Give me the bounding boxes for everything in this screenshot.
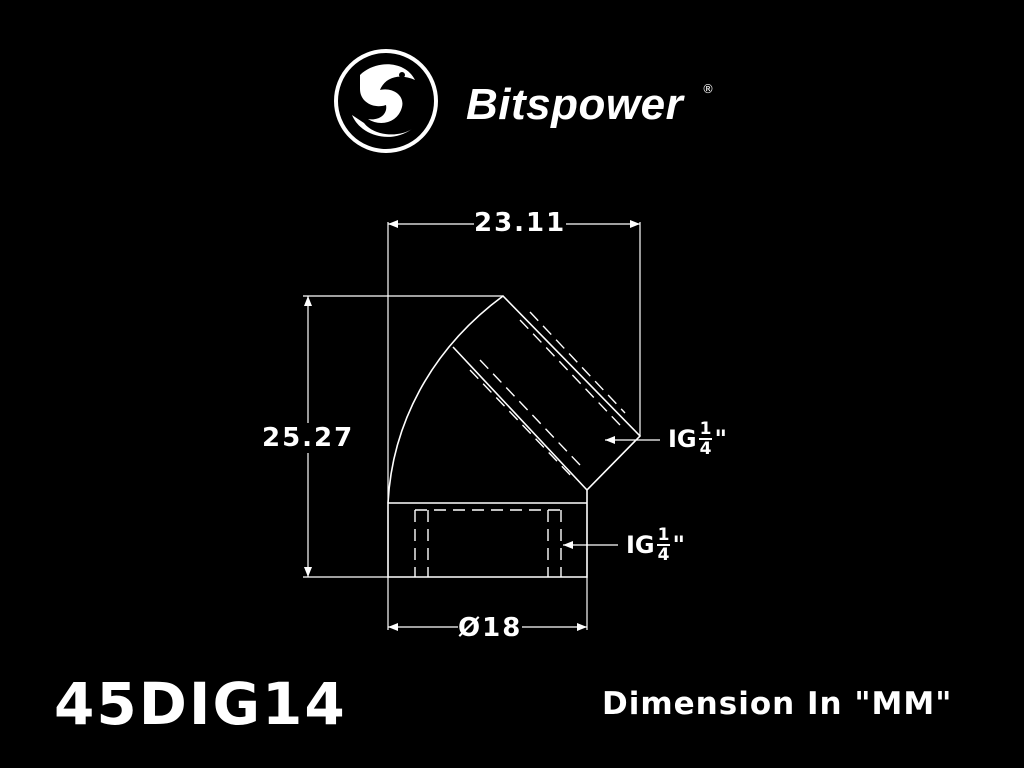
thread-denominator: 4 bbox=[657, 545, 670, 565]
thread-fraction: 1 4 bbox=[656, 525, 671, 565]
thread-spec-bottom-port: IG 1 4 " bbox=[626, 526, 685, 564]
thread-fraction: 1 4 bbox=[698, 419, 713, 459]
dragon-emblem-icon bbox=[334, 49, 438, 153]
registered-mark: ® bbox=[702, 82, 714, 96]
units-note: Dimension In "MM" bbox=[602, 686, 953, 722]
thread-denominator: 4 bbox=[699, 439, 712, 459]
thread-suffix: " bbox=[672, 531, 685, 559]
model-number: 45DIG14 bbox=[54, 670, 347, 738]
dimension-diameter: Ø18 bbox=[458, 613, 523, 643]
brand-name: Bitspower bbox=[466, 80, 684, 129]
thread-prefix: IG bbox=[626, 531, 655, 559]
thread-numerator: 1 bbox=[698, 419, 713, 440]
thread-suffix: " bbox=[714, 425, 727, 453]
thread-prefix: IG bbox=[668, 425, 697, 453]
dimension-width-top: 23.11 bbox=[474, 208, 567, 238]
thread-numerator: 1 bbox=[656, 525, 671, 546]
fitting-outline bbox=[387, 294, 642, 578]
thread-spec-angled-port: IG 1 4 " bbox=[668, 420, 727, 458]
dimension-height: 25.27 bbox=[262, 423, 355, 453]
